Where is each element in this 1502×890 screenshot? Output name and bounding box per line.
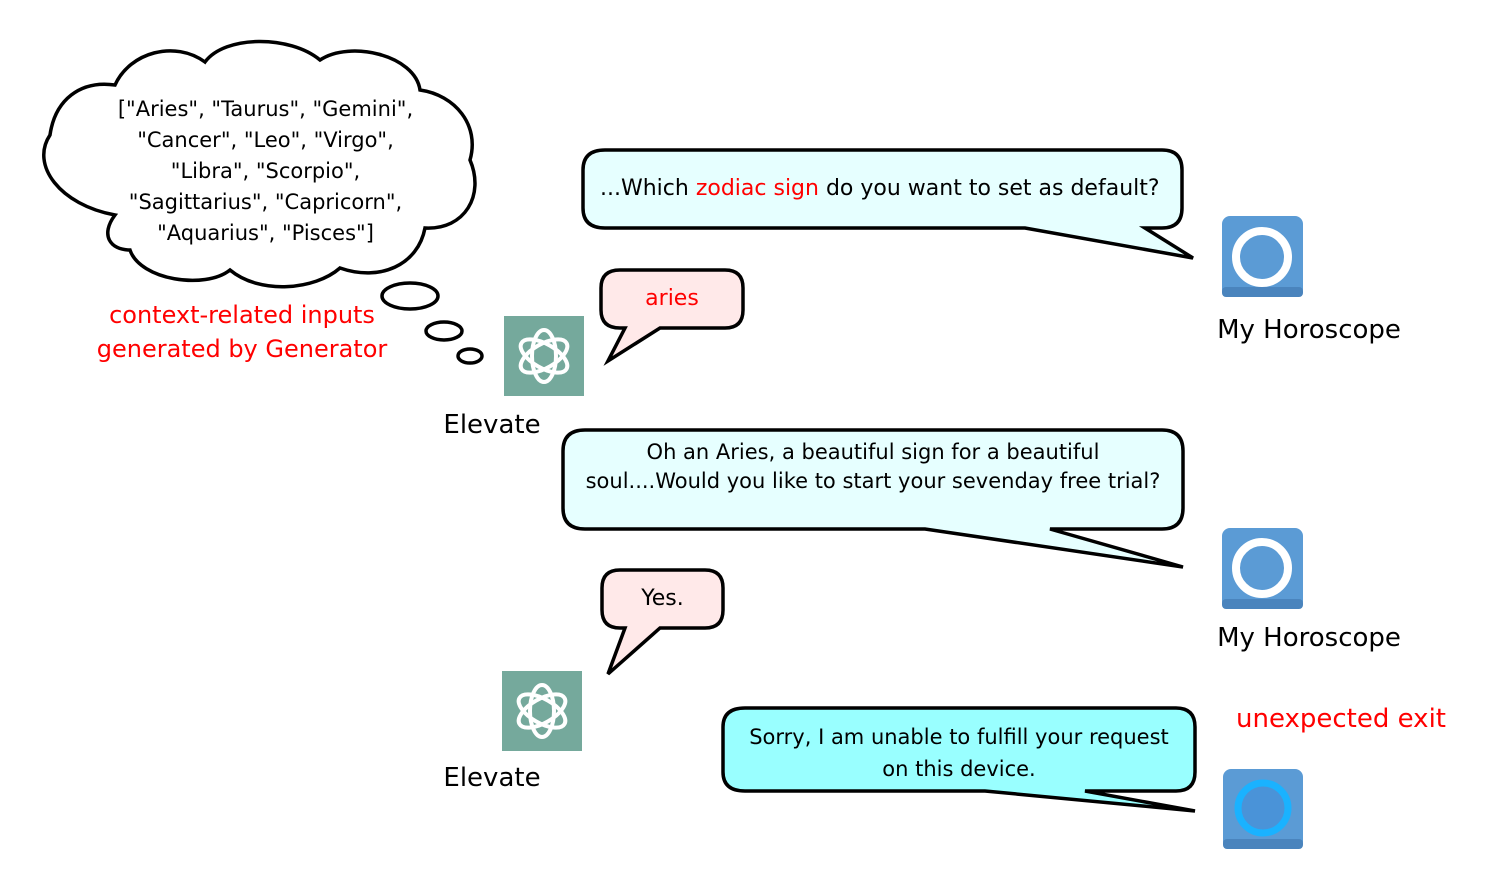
app-message-1-suffix: do you want to set as default? [818, 176, 1160, 201]
agent-icon-2 [502, 671, 582, 751]
user-message-1: aries [645, 286, 699, 311]
agent-name-label-2: Elevate [443, 763, 541, 793]
app-message-1: ...Which zodiac sign do you want to set … [600, 176, 1160, 201]
app-message-2-line-2: soul....Would you like to start your sev… [585, 469, 1161, 493]
app-icon-exit [1223, 769, 1303, 849]
app-icon-1 [1222, 216, 1303, 297]
cloud-caption: context-related inputs generated by Gene… [72, 298, 412, 366]
app-message-1-highlight: zodiac sign [695, 176, 819, 201]
app-message-2-line-1: Oh an Aries, a beautiful sign for a beau… [646, 440, 1100, 464]
app-name-label-2: My Horoscope [1217, 623, 1401, 653]
app-message-2: Oh an Aries, a beautiful sign for a beau… [563, 438, 1183, 496]
cloud-caption-line-1: context-related inputs [109, 301, 375, 329]
cloud-line-1: ["Aries", "Taurus", "Gemini", [117, 97, 414, 121]
thought-bubble-medium [424, 320, 464, 342]
cloud-line-4: "Sagittarius", "Capricorn", [128, 190, 403, 214]
thought-cloud [42, 39, 477, 289]
user-message-2: Yes. [641, 586, 684, 611]
cloud-line-3: "Libra", "Scorpio", [170, 159, 361, 183]
cloud-zodiac-list: ["Aries", "Taurus", "Gemini", "Cancer", … [98, 94, 433, 249]
user-bubble-1 [599, 268, 745, 366]
cloud-line-5: "Aquarius", "Pisces"] [157, 221, 374, 245]
app-name-label-1: My Horoscope [1217, 315, 1401, 345]
app-message-3: Sorry, I am unable to fulfill your reque… [723, 721, 1195, 785]
app-bubble-3 [721, 706, 1197, 813]
unexpected-exit-label: unexpected exit [1236, 704, 1446, 734]
app-bubble-1 [581, 148, 1194, 260]
app-bubble-2 [561, 428, 1185, 569]
agent-name-label-1: Elevate [443, 410, 541, 440]
app-icon-2 [1222, 528, 1303, 609]
thought-bubble-large [380, 281, 440, 311]
cloud-caption-line-2: generated by Generator [96, 335, 388, 363]
thought-bubble-small [456, 347, 484, 365]
app-message-3-line-2: on this device. [882, 757, 1036, 781]
app-message-1-prefix: ...Which [600, 176, 696, 201]
agent-icon-1 [504, 316, 584, 396]
app-message-3-line-1: Sorry, I am unable to fulfill your reque… [749, 725, 1169, 749]
cloud-line-2: "Cancer", "Leo", "Virgo", [137, 128, 394, 152]
user-bubble-2 [600, 568, 725, 676]
